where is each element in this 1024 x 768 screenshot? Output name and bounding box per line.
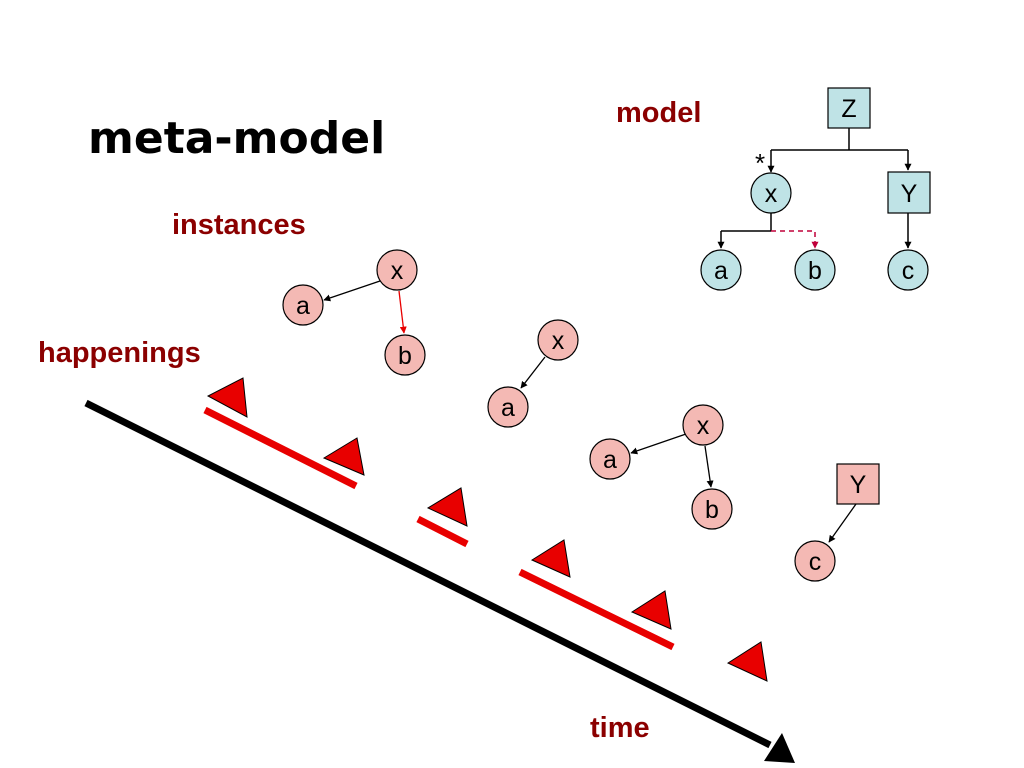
time-label: time	[590, 712, 650, 744]
happening-event-marker	[426, 487, 468, 527]
instance-node-a-label: a	[501, 394, 515, 422]
happening-event-marker	[726, 641, 768, 682]
instance-node-x-label: x	[391, 257, 404, 285]
instance-node-a-label: a	[296, 292, 310, 320]
model-node-c	[887, 249, 929, 291]
instance-group-2: x a	[487, 319, 579, 428]
model-label: model	[616, 97, 701, 129]
instance-node-b-label: b	[398, 342, 412, 370]
instance-edge-x-a	[630, 433, 687, 455]
instance-node-a	[282, 284, 324, 326]
instance-edge-x-a	[520, 356, 546, 389]
model-node-b	[794, 249, 836, 291]
page-title: meta-model	[88, 113, 385, 164]
model-node-x-label: x	[765, 180, 778, 208]
instance-node-x-label: x	[697, 412, 710, 440]
model-edge-x-b-optional	[771, 230, 819, 249]
instance-node-y	[836, 463, 880, 505]
instance-group-4: Y c	[794, 463, 880, 582]
instance-node-b	[691, 488, 733, 530]
time-axis-arrowhead	[764, 733, 795, 763]
model-node-b-label: b	[808, 257, 822, 285]
instance-edge-x-b	[704, 445, 714, 488]
instance-node-b	[384, 334, 426, 376]
instance-node-x-label: x	[552, 327, 565, 355]
instance-node-a	[589, 438, 631, 480]
happening-event-marker	[630, 590, 672, 630]
instance-node-a-label: a	[603, 446, 617, 474]
time-axis-line	[84, 399, 772, 749]
instance-group-1: x a b	[282, 249, 426, 376]
model-node-c-label: c	[902, 257, 915, 285]
instance-node-y-label: Y	[850, 471, 867, 499]
instance-node-a	[487, 386, 529, 428]
instance-node-c-label: c	[809, 548, 822, 576]
happening-event-marker	[322, 437, 365, 476]
instance-group-3: x a b	[589, 404, 733, 530]
model-node-a-label: a	[714, 257, 728, 285]
instance-node-x	[537, 319, 579, 361]
happening-interval-3	[518, 568, 675, 651]
instance-edge-x-a	[323, 280, 381, 302]
instance-node-x	[376, 249, 418, 291]
model-node-y	[887, 171, 931, 214]
model-tree: Z * x Y a b c	[700, 87, 931, 291]
happening-event-marker	[206, 377, 248, 418]
happening-interval-2	[416, 515, 469, 548]
happenings	[203, 377, 768, 682]
model-node-a	[700, 249, 742, 291]
instance-node-b-label: b	[705, 496, 719, 524]
instance-edge-x-b	[398, 290, 407, 334]
model-node-y-label: Y	[901, 180, 918, 208]
timeline	[84, 399, 795, 763]
instance-edge-y-c	[828, 503, 857, 543]
multiplicity-star: *	[755, 148, 765, 178]
model-node-x	[750, 172, 792, 214]
happening-event-marker	[530, 539, 571, 578]
instance-node-c	[794, 540, 836, 582]
happening-interval-1	[203, 406, 358, 490]
instances-label: instances	[172, 209, 306, 241]
happenings-label: happenings	[38, 337, 201, 369]
model-node-z	[827, 87, 871, 129]
model-node-z-label: Z	[841, 95, 856, 123]
instance-node-x	[682, 404, 724, 446]
